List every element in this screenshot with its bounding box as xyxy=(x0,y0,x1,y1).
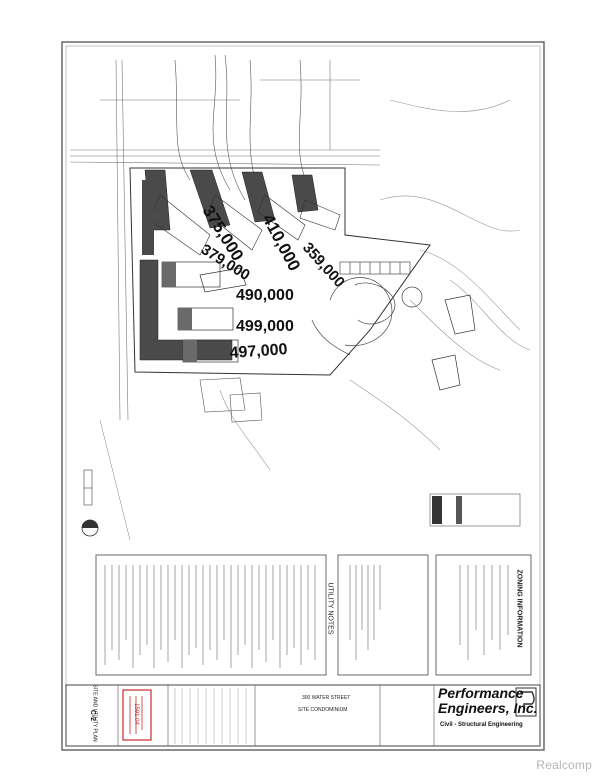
neighbor-buildings xyxy=(199,377,263,423)
company-logo-icon xyxy=(515,687,537,717)
lower-unit-fills xyxy=(162,262,197,362)
sheet-number: C-2 xyxy=(89,709,97,722)
east-structure xyxy=(431,294,476,391)
notes-text-lines xyxy=(104,565,316,668)
project-name-line1: 300 WATER STREET xyxy=(302,695,351,701)
parking-row xyxy=(339,261,411,275)
roadway-lines xyxy=(69,59,381,421)
company-name-line2: Engineers, Inc. xyxy=(438,700,538,716)
cul-de-sac xyxy=(311,277,423,356)
utility-lines xyxy=(174,54,311,211)
utility-notes-box xyxy=(337,554,429,676)
zoning-text-lines xyxy=(459,565,509,660)
title-block xyxy=(65,684,541,747)
company-name: Performance Engineers, Inc. xyxy=(438,686,538,716)
red-stamp xyxy=(122,689,152,741)
company-name-line1: Performance xyxy=(438,685,524,701)
general-notes-box xyxy=(95,554,327,676)
detail-dark xyxy=(432,496,442,524)
job-number: 1591.04 xyxy=(132,703,139,725)
left-strip xyxy=(142,180,154,255)
detail-outline xyxy=(429,493,521,527)
zoning-box xyxy=(435,554,532,676)
price-499: 499,000 xyxy=(236,318,294,335)
price-359: 359,000 xyxy=(299,239,348,291)
terrain-contours xyxy=(99,99,531,541)
price-497: 497,000 xyxy=(229,341,288,362)
sheet-inner-border xyxy=(65,45,541,747)
company-tagline: Civil - Structural Engineering xyxy=(440,722,523,728)
price-410: 410,000 xyxy=(258,211,304,274)
stamp-text-lines xyxy=(129,696,143,734)
utility-notes-heading: UTILITY NOTES xyxy=(326,582,334,635)
north-arrow-icon xyxy=(81,519,99,537)
upper-units xyxy=(144,169,319,231)
utility-text-lines xyxy=(349,565,381,660)
scale-bar xyxy=(83,469,93,506)
handwritten-prices: 375,000 379,000 410,000 359,000 490,000 … xyxy=(198,202,348,362)
price-490: 490,000 xyxy=(236,287,294,304)
project-name-line2: SITE CONDOMINIUM xyxy=(298,707,348,713)
zoning-info-heading: ZONING INFORMATION xyxy=(515,569,523,648)
watermark: Realcomp xyxy=(536,758,592,772)
sheet-border xyxy=(61,41,545,751)
revision-table-lines xyxy=(174,688,247,744)
site-boundary xyxy=(129,167,431,376)
detail-dark-2 xyxy=(456,496,462,524)
